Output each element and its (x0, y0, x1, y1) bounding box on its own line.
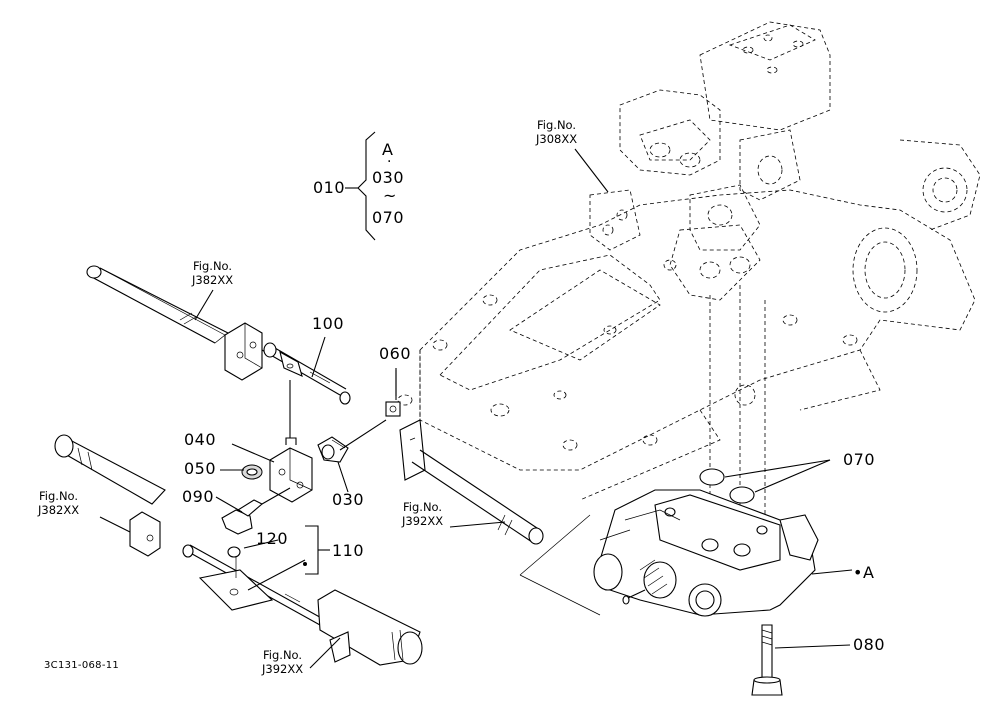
mid-shaft (399, 419, 544, 545)
pin-060 (385, 370, 401, 417)
callout-ref-a: •A (853, 563, 875, 582)
fig-ref-mid-left: Fig.No. J382XX (38, 489, 79, 517)
fig-ref-number: J382XX (38, 503, 80, 517)
callout-070: 070 (843, 450, 876, 469)
callout-110: 110 (332, 541, 365, 560)
upper-shaft (86, 265, 263, 381)
callout-group-from: 030 (372, 168, 405, 187)
fig-ref-number: J392XX (402, 514, 444, 528)
callout-010: 010 (313, 178, 346, 197)
callout-group-to: 070 (372, 208, 405, 227)
callout-080: 080 (853, 635, 886, 654)
callout-030: 030 (332, 490, 365, 509)
link-rod (261, 342, 351, 405)
fig-ref-number: J382XX (192, 273, 234, 287)
fig-ref-label: Fig.No. (263, 648, 303, 662)
fig-ref-label: Fig.No. (403, 500, 443, 514)
diagram-code: 3C131-068-11 (44, 660, 120, 671)
callout-120: 120 (256, 529, 289, 548)
callout-060: 060 (379, 344, 412, 363)
fig-ref-label: Fig.No. (39, 489, 79, 503)
lower-shaft-assembly (182, 544, 423, 666)
lower-left-shaft (54, 434, 166, 557)
callout-group-a: A (382, 140, 394, 159)
bolt-080 (751, 624, 783, 696)
fig-ref-bottom: Fig.No. J392XX (262, 648, 303, 676)
bracket-assembly (221, 380, 387, 535)
hydraulic-housing (397, 21, 981, 610)
callout-group-tilde: ~ (383, 186, 397, 205)
callout-040: 040 (184, 430, 217, 449)
control-valve (593, 468, 819, 617)
callout-050: 050 (184, 459, 217, 478)
fig-ref-mid-right: Fig.No. J392XX (402, 500, 443, 528)
leader-lines (99, 131, 853, 669)
callout-090: 090 (182, 487, 215, 506)
fig-ref-number: J392XX (262, 662, 304, 676)
fig-ref-top-right: Fig.No. J308XX (536, 118, 577, 146)
fig-ref-label: Fig.No. (193, 259, 233, 273)
fig-ref-number: J308XX (536, 132, 578, 146)
callout-100: 100 (312, 314, 345, 333)
callout-group-dot: · (387, 154, 392, 170)
fig-ref-label: Fig.No. (537, 118, 577, 132)
fig-ref-top-left: Fig.No. J382XX (192, 259, 233, 287)
